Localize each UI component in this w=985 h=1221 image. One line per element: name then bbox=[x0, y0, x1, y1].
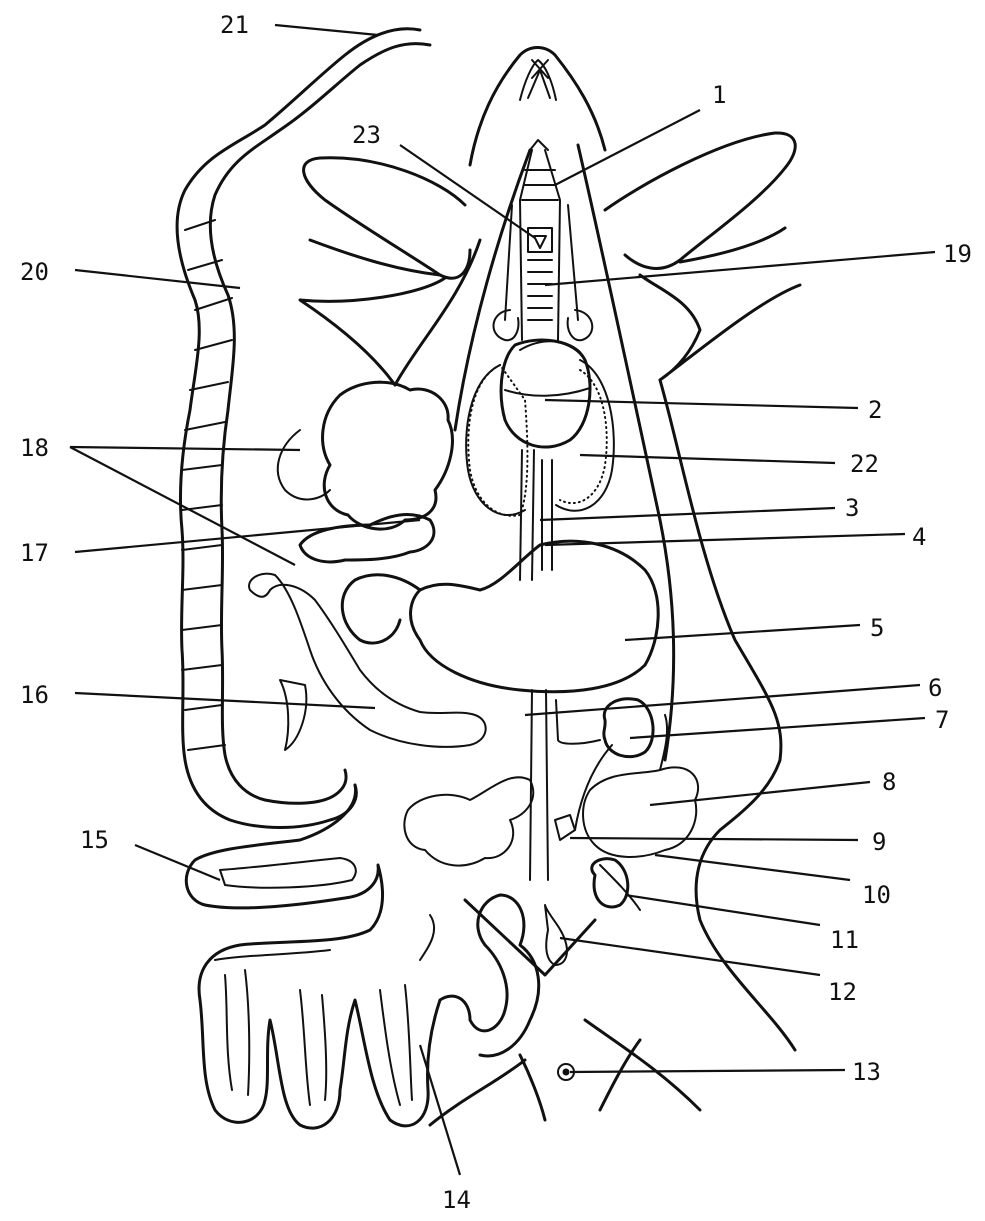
label-6: 6 bbox=[928, 674, 942, 702]
lower-left-body bbox=[430, 1060, 525, 1125]
leader-10 bbox=[655, 855, 850, 880]
label-12: 12 bbox=[828, 978, 857, 1006]
leader-4 bbox=[545, 534, 905, 545]
label-10: 10 bbox=[862, 881, 891, 909]
label-8: 8 bbox=[882, 768, 896, 796]
lower-organs bbox=[404, 699, 698, 975]
organ-9-mass bbox=[555, 815, 575, 840]
bladder bbox=[592, 859, 628, 907]
snout-detail bbox=[520, 60, 556, 100]
uterine-horn bbox=[600, 715, 667, 910]
leader-5 bbox=[625, 625, 860, 640]
label-21: 21 bbox=[220, 11, 249, 39]
right-ear-lower bbox=[680, 228, 785, 262]
pelvic-right bbox=[585, 1020, 700, 1110]
pancreas-fold bbox=[342, 575, 420, 643]
stomach bbox=[411, 541, 659, 692]
hind-leg-right bbox=[600, 1040, 640, 1110]
label-15: 15 bbox=[80, 826, 109, 854]
label-3: 3 bbox=[845, 494, 859, 522]
leader-18a bbox=[70, 447, 300, 450]
leader-8 bbox=[650, 782, 870, 805]
leader-13 bbox=[570, 1070, 845, 1072]
leader-22 bbox=[580, 455, 835, 463]
leader-12 bbox=[560, 938, 820, 975]
vena-cava bbox=[530, 690, 600, 880]
neck-structures bbox=[494, 140, 593, 340]
trachea-rings bbox=[528, 260, 552, 320]
leader-20 bbox=[75, 270, 240, 288]
leader-1 bbox=[555, 110, 700, 185]
leader-21 bbox=[275, 25, 378, 35]
heart-atrium bbox=[520, 341, 580, 352]
jejunum-wall bbox=[215, 915, 434, 960]
label-14: 14 bbox=[442, 1186, 471, 1214]
label-23: 23 bbox=[352, 121, 381, 149]
right-gut-loop bbox=[583, 767, 698, 857]
lung-right-outline bbox=[556, 360, 614, 511]
right-shoulder bbox=[640, 275, 800, 380]
abdomen-upper bbox=[278, 382, 658, 692]
label-17: 17 bbox=[20, 539, 49, 567]
label-16: 16 bbox=[20, 681, 49, 709]
label-11: 11 bbox=[830, 926, 859, 954]
colon bbox=[177, 29, 486, 828]
inner-body-line-left bbox=[455, 150, 530, 430]
tail-base bbox=[520, 1055, 545, 1120]
aorta bbox=[542, 460, 552, 570]
liver bbox=[323, 382, 453, 529]
leader-2 bbox=[545, 400, 858, 408]
left-ear-lower bbox=[310, 240, 440, 275]
label-18: 18 bbox=[20, 434, 49, 462]
ileum-inner bbox=[220, 858, 356, 888]
small-intestine bbox=[186, 785, 538, 1128]
neck-vessels bbox=[505, 205, 578, 320]
cecum bbox=[249, 574, 486, 747]
leader-17 bbox=[75, 520, 420, 552]
label-20: 20 bbox=[20, 258, 49, 286]
leader-9 bbox=[570, 838, 858, 840]
thymus-right bbox=[568, 310, 593, 340]
label-22: 22 bbox=[850, 450, 879, 478]
label-13: 13 bbox=[852, 1058, 881, 1086]
colon-haustra bbox=[182, 220, 232, 750]
right-ear bbox=[605, 133, 795, 269]
left-shoulder bbox=[300, 278, 445, 385]
trachea-left-wall bbox=[520, 150, 532, 340]
label-19: 19 bbox=[943, 240, 972, 268]
jejunum-loops bbox=[225, 970, 412, 1105]
leader-15 bbox=[135, 845, 220, 880]
label-4: 4 bbox=[912, 523, 926, 551]
left-gut-loop bbox=[404, 777, 533, 865]
pelvic-triangle bbox=[465, 900, 595, 975]
label-2: 2 bbox=[868, 396, 882, 424]
colon-outer bbox=[177, 29, 420, 828]
label-9: 9 bbox=[872, 828, 886, 856]
inner-body-line-right bbox=[578, 145, 674, 760]
thorax bbox=[466, 340, 614, 516]
right-body-line bbox=[660, 380, 795, 1050]
labels: 1 2 3 4 5 6 7 8 9 10 11 12 13 14 15 16 1… bbox=[20, 11, 972, 1214]
label-7: 7 bbox=[935, 706, 949, 734]
leader-11 bbox=[625, 895, 820, 925]
appendix-fold bbox=[280, 680, 306, 750]
leader-16 bbox=[75, 693, 375, 708]
label-1: 1 bbox=[712, 81, 726, 109]
larynx bbox=[528, 228, 552, 252]
esophagus-aorta bbox=[520, 450, 600, 880]
anus-center bbox=[563, 1069, 570, 1076]
mouth-tongue bbox=[522, 140, 558, 200]
label-5: 5 bbox=[870, 614, 884, 642]
body-outline bbox=[300, 48, 800, 1126]
